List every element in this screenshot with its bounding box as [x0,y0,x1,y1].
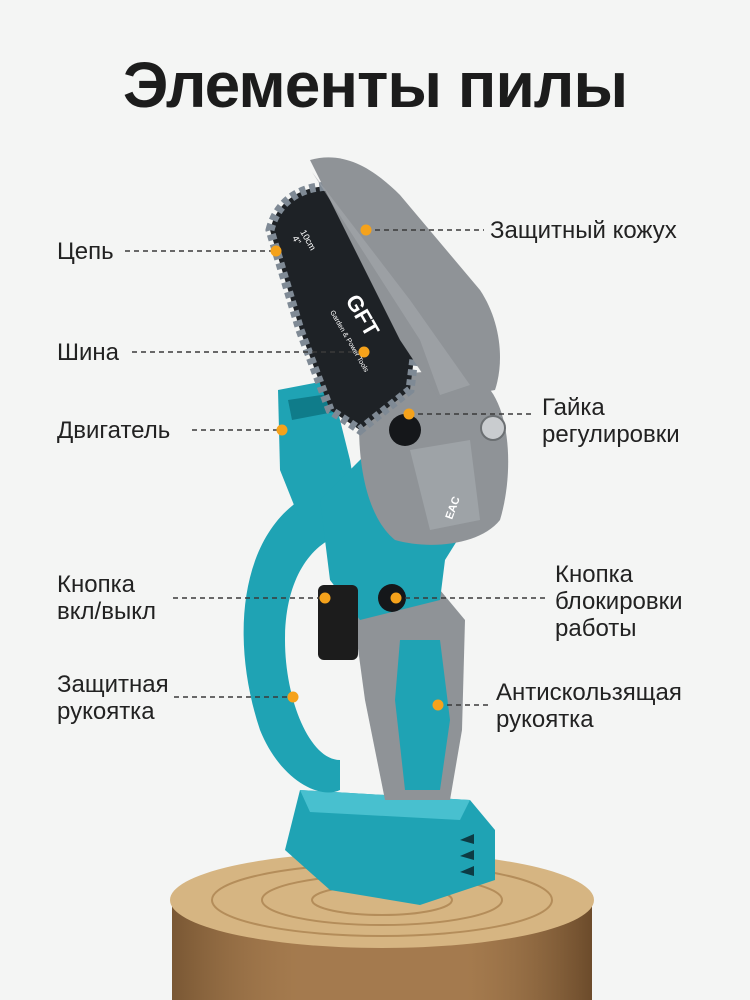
label-grip-line1: Антискользящая [496,679,682,706]
label-nut-line1: Гайка [542,394,605,421]
label-chain: Цепь [57,238,114,265]
gear-housing [359,371,509,545]
label-grip: Антискользящая рукоятка [496,679,682,733]
label-lock-line3: работы [555,615,637,642]
adjust-nut-knob [389,414,421,446]
label-lock-line2: блокировки [555,588,683,615]
guard-handle [243,500,340,793]
leader-lines [125,229,548,706]
label-power-button: Кнопка вкл/выкл [57,571,156,625]
label-guard-handle-line2: рукоятка [57,698,155,725]
battery-base [285,790,495,905]
label-nut: Гайка регулировки [542,394,680,448]
label-lock-button: Кнопка блокировки работы [555,561,683,642]
label-power-button-line1: Кнопка [57,571,135,598]
label-motor: Двигатель [57,417,171,444]
label-guard-handle: Защитная рукоятка [57,671,169,725]
label-nut-line2: регулировки [542,421,680,448]
label-guard-handle-line1: Защитная [57,671,169,698]
label-lock-line1: Кнопка [555,561,633,588]
marker-dots [270,224,444,711]
label-grip-line2: рукоятка [496,706,594,733]
protective-cover [310,157,500,400]
label-bar: Шина [57,339,120,366]
label-cover: Защитный кожух [490,217,677,244]
grip-handle [350,590,465,800]
label-power-button-line2: вкл/выкл [57,598,156,625]
page-title: Элементы пилы [122,49,628,121]
